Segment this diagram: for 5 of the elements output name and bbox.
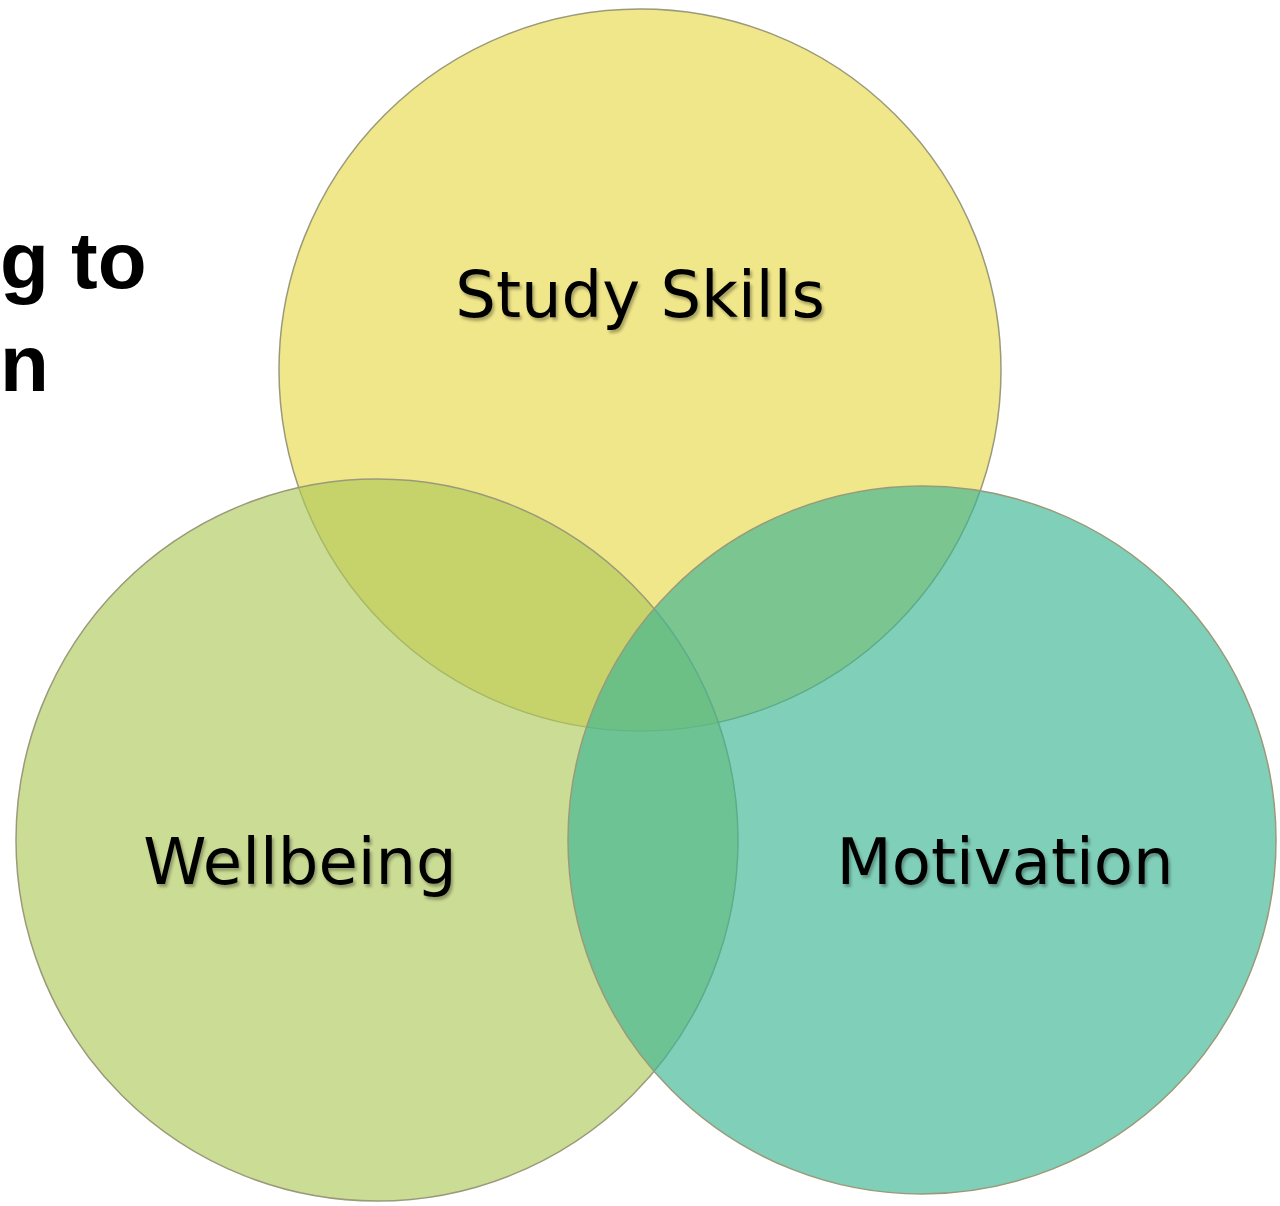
heading-text: g to [0,215,147,307]
circle-label: Study Skills [455,258,825,332]
circle-label: Wellbeing [143,825,457,899]
circle-label: Motivation [836,825,1174,899]
heading-text: n [0,318,49,410]
